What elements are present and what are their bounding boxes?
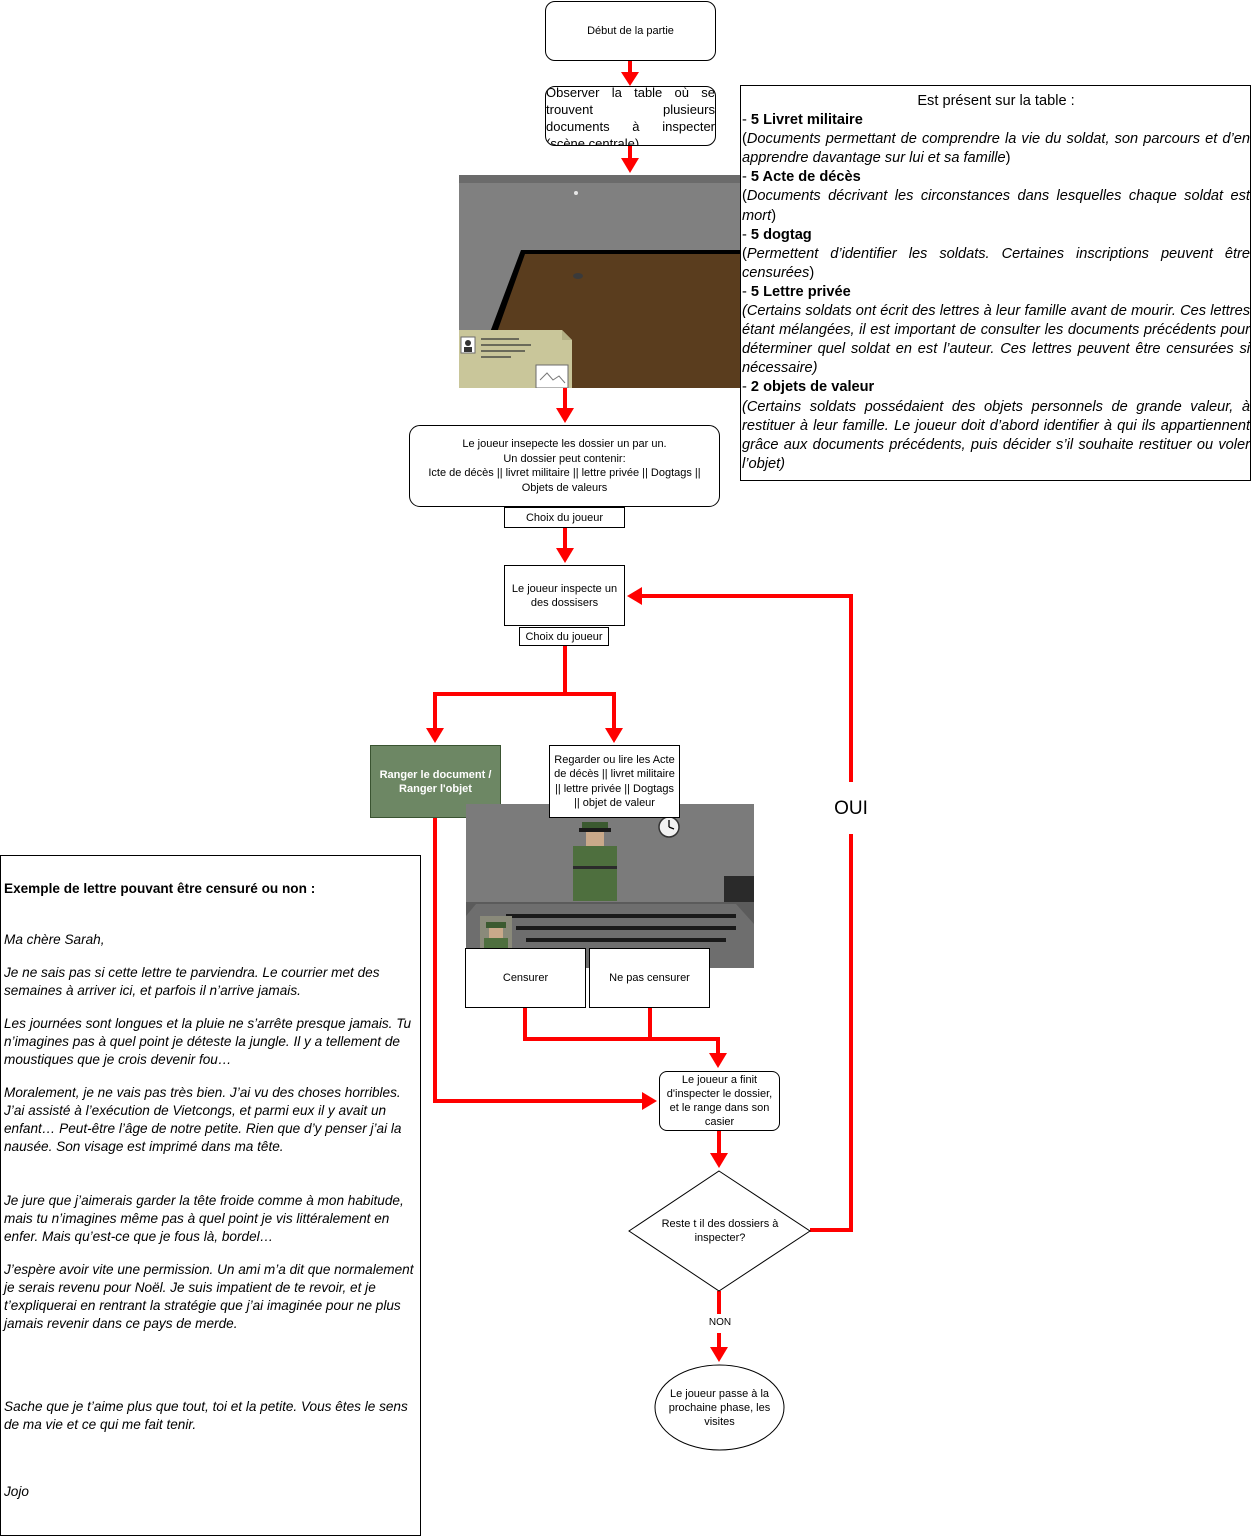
connector-choice-split bbox=[435, 645, 614, 732]
table-item-1: - 5 Livret militaire bbox=[742, 111, 1250, 130]
start-node: Début de la partie bbox=[545, 1, 716, 61]
yes-label-box: OUI bbox=[826, 795, 876, 823]
military-booklet-icon bbox=[459, 330, 572, 388]
table-contents-header: Est présent sur la table : bbox=[742, 92, 1250, 111]
letter-title: Exemple de lettre pouvant être censuré o… bbox=[4, 880, 315, 898]
start-node-label: Début de la partie bbox=[587, 24, 674, 38]
finished-inspection-label: Le joueur a finit d'inspecter le dossier… bbox=[662, 1073, 777, 1130]
table-contents-panel: Est présent sur la table : - 5 Livret mi… bbox=[740, 85, 1251, 481]
letter-paragraph: J’espère avoir vite une permission. Un a… bbox=[4, 1261, 418, 1333]
inspect-all-line-1: Le joueur insepecte les dossier un par u… bbox=[462, 437, 666, 452]
inspect-all-line-4: Objets de valeurs bbox=[522, 481, 608, 496]
table-item-2: - 5 Acte de décès bbox=[742, 168, 1250, 187]
censor-label: Censurer bbox=[503, 971, 548, 985]
observe-table-node: Observer la table où se trouvent plusieu… bbox=[545, 86, 716, 146]
inspect-one-label: Le joueur inspecte un des dossisers bbox=[505, 582, 624, 610]
next-phase-label: Le joueur passe à la prochaine phase, le… bbox=[660, 1387, 779, 1429]
censorship-scene-drawing bbox=[466, 804, 754, 968]
arrowhead bbox=[709, 1053, 727, 1068]
no-censor-label: Ne pas censurer bbox=[609, 971, 690, 985]
central-scene-image bbox=[459, 175, 740, 388]
observe-table-label: Observer la table où se trouvent plusieu… bbox=[546, 86, 715, 146]
store-document-label: Ranger le document / Ranger l'objet bbox=[377, 768, 494, 796]
censor-node: Censurer bbox=[465, 948, 586, 1008]
inspect-all-line-3: Icte de décès || livret militaire || let… bbox=[428, 466, 700, 481]
yes-label: OUI bbox=[834, 802, 868, 816]
table-item-3-desc: (Permettent d’identifier les soldats. Ce… bbox=[742, 245, 1250, 283]
inspect-all-node: Le joueur insepecte les dossier un par u… bbox=[409, 425, 720, 507]
arrowhead bbox=[556, 408, 574, 423]
table-item-3: - 5 dogtag bbox=[742, 226, 1250, 245]
censorship-scene-image bbox=[466, 804, 754, 968]
table-item-4-desc: (Certains soldats ont écrit des lettres … bbox=[742, 302, 1250, 378]
arrowhead bbox=[621, 158, 639, 173]
letter-paragraph: Sache que je t’aime plus que tout, toi e… bbox=[4, 1398, 418, 1434]
no-censor-node: Ne pas censurer bbox=[589, 948, 710, 1008]
arrowhead bbox=[642, 1092, 657, 1110]
table-item-2-desc: (Documents décrivant les circonstances d… bbox=[742, 187, 1250, 225]
decision-label-box: Reste t il des dossiers à inspecter? bbox=[650, 1210, 790, 1252]
letter-paragraph: Ma chère Sarah, bbox=[4, 931, 418, 949]
letter-paragraph: Je jure que j’aimerais garder la tête fr… bbox=[4, 1192, 418, 1246]
clock-icon bbox=[659, 817, 679, 837]
read-documents-node: Regarder ou lire les Acte de décès || li… bbox=[549, 745, 680, 818]
no-label-box: NON bbox=[700, 1315, 740, 1331]
arrowhead bbox=[605, 728, 623, 743]
letter-example-panel: Exemple de lettre pouvant être censuré o… bbox=[0, 855, 421, 1536]
letter-paragraph: Moralement, je ne vais pas très bien. J’… bbox=[4, 1084, 418, 1156]
next-phase-label-box: Le joueur passe à la prochaine phase, le… bbox=[660, 1385, 779, 1431]
table-item-5-desc: (Certains soldats possédaient des objets… bbox=[742, 398, 1250, 474]
player-choice-text-1: Choix du joueur bbox=[526, 511, 603, 525]
letter-signature: Jojo bbox=[4, 1483, 418, 1501]
no-label: NON bbox=[709, 1316, 731, 1330]
arrowhead bbox=[621, 72, 639, 86]
connector-censor-merge bbox=[525, 1008, 718, 1057]
table-item-4: - 5 Lettre privée bbox=[742, 283, 1250, 302]
arrowhead bbox=[556, 548, 574, 563]
arrowhead bbox=[710, 1153, 728, 1168]
arrowhead bbox=[426, 728, 444, 743]
player-choice-label-1: Choix du joueur bbox=[504, 507, 625, 528]
player-choice-text-2: Choix du joueur bbox=[525, 630, 602, 644]
arrowhead bbox=[627, 587, 642, 605]
player-choice-label-2: Choix du joueur bbox=[519, 627, 609, 646]
arrowhead bbox=[710, 1347, 728, 1362]
table-item-1-desc: (Documents permettant de comprendre la v… bbox=[742, 130, 1250, 168]
finished-inspection-node: Le joueur a finit d'inspecter le dossier… bbox=[659, 1071, 780, 1131]
letter-paragraph: Je ne sais pas si cette lettre te parvie… bbox=[4, 964, 418, 1000]
letter-paragraph: Les journées sont longues et la pluie ne… bbox=[4, 1015, 418, 1069]
decision-label: Reste t il des dossiers à inspecter? bbox=[650, 1217, 790, 1245]
central-scene-drawing bbox=[459, 175, 740, 388]
read-documents-label: Regarder ou lire les Acte de décès || li… bbox=[552, 753, 677, 811]
inspect-one-node: Le joueur inspecte un des dossisers bbox=[504, 565, 625, 626]
inspect-all-line-2: Un dossier peut contenir: bbox=[503, 452, 625, 467]
table-item-5: - 2 objets de valeur bbox=[742, 378, 1250, 397]
